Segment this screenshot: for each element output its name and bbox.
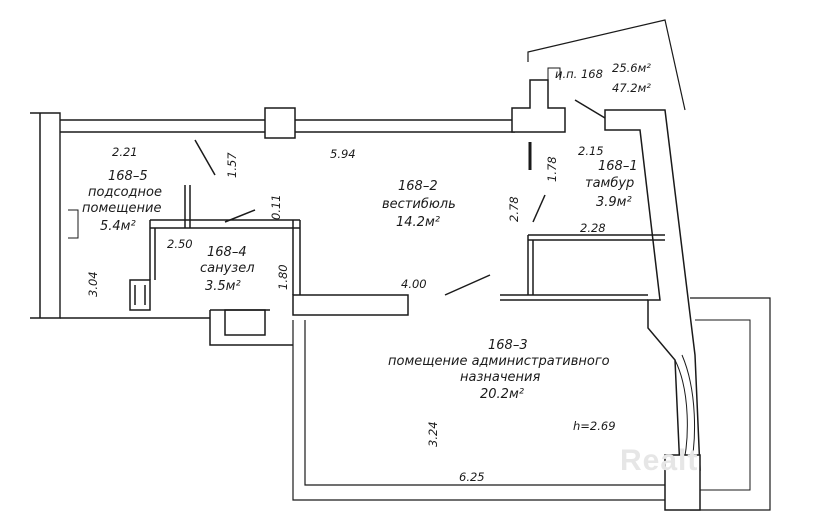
wc-wall-left <box>149 220 156 280</box>
r1-partition <box>528 234 665 241</box>
room-168-2-area: 14.2м² <box>396 215 440 230</box>
bottom-wall <box>292 320 665 501</box>
dim-178: 1.78 <box>545 156 559 182</box>
wc-wall-right <box>292 220 301 295</box>
shaft-outer <box>209 309 293 346</box>
shaft <box>224 309 266 336</box>
dim-157: 1.57 <box>225 152 239 178</box>
room-168-3-id: 168–3 <box>488 338 528 353</box>
room-168-1-area: 3.9м² <box>596 195 632 210</box>
balcony <box>690 297 771 511</box>
top-pillar <box>264 107 296 139</box>
left-openings <box>68 209 79 239</box>
door-r1 <box>532 194 546 223</box>
watermark-text: Realt <box>620 444 698 477</box>
bottom-wall-inner <box>304 320 665 486</box>
room-168-1-id: 168–1 <box>598 159 638 174</box>
right-wall <box>604 109 701 471</box>
room-168-2-id: 168–2 <box>398 179 438 194</box>
wc-wall-top <box>150 219 300 229</box>
dim-324: 3.24 <box>426 421 440 447</box>
dim-180: 1.80 <box>276 264 290 290</box>
header-label: и.п. 168 <box>555 67 603 81</box>
room-168-4-id: 168–4 <box>207 245 247 260</box>
dim-228: 2.28 <box>580 221 606 235</box>
door-hall <box>574 99 606 119</box>
dim-625: 6.25 <box>459 470 485 484</box>
partition-r5 <box>184 185 191 228</box>
room-168-5-name-1: подсодное <box>88 185 162 200</box>
wc-bottom <box>129 279 151 311</box>
dim-400: 4.00 <box>401 277 427 291</box>
room-168-5-name-2: помещение <box>82 201 161 216</box>
door-r3 <box>444 274 491 296</box>
room-168-5-area: 5.4м² <box>100 219 136 234</box>
room-168-3-area: 20.2м² <box>480 387 524 402</box>
door-r5 <box>194 139 216 176</box>
dim-221: 2.21 <box>112 145 138 159</box>
left-wall <box>30 112 61 319</box>
dim-594: 5.94 <box>330 147 356 161</box>
dim-215: 2.15 <box>578 144 604 158</box>
dim-011: 0.11 <box>269 194 283 220</box>
room-168-3-name-2: назначения <box>460 370 540 385</box>
dim-304: 3.04 <box>86 271 100 297</box>
dim-278: 2.78 <box>507 196 521 222</box>
room-168-4-name: санузел <box>200 261 255 276</box>
wc-bottom-2 <box>134 285 146 305</box>
dim-250: 2.50 <box>167 237 193 251</box>
room-168-5-id: 168–5 <box>108 169 148 184</box>
walls <box>30 19 771 511</box>
room-168-2-name: вестибюль <box>382 197 456 212</box>
r3-top-wall <box>292 294 409 316</box>
header-area1: 25.6м² <box>612 61 651 75</box>
r1-left-wall <box>527 235 534 295</box>
r3-top-wall-right <box>500 294 648 301</box>
stair-inner <box>547 67 561 80</box>
balcony-inner <box>695 319 751 491</box>
bottom-right-corner <box>664 454 701 511</box>
door-wc <box>224 209 256 223</box>
room-168-1-name: тамбур <box>585 176 634 191</box>
header-area2: 47.2м² <box>612 81 651 95</box>
stair-column <box>511 79 566 133</box>
room-168-4-area: 3.5м² <box>205 279 241 294</box>
room-168-3-name-1: помещение административного <box>388 354 610 369</box>
ceiling-height: h=2.69 <box>573 419 616 433</box>
stair-area <box>527 19 686 111</box>
